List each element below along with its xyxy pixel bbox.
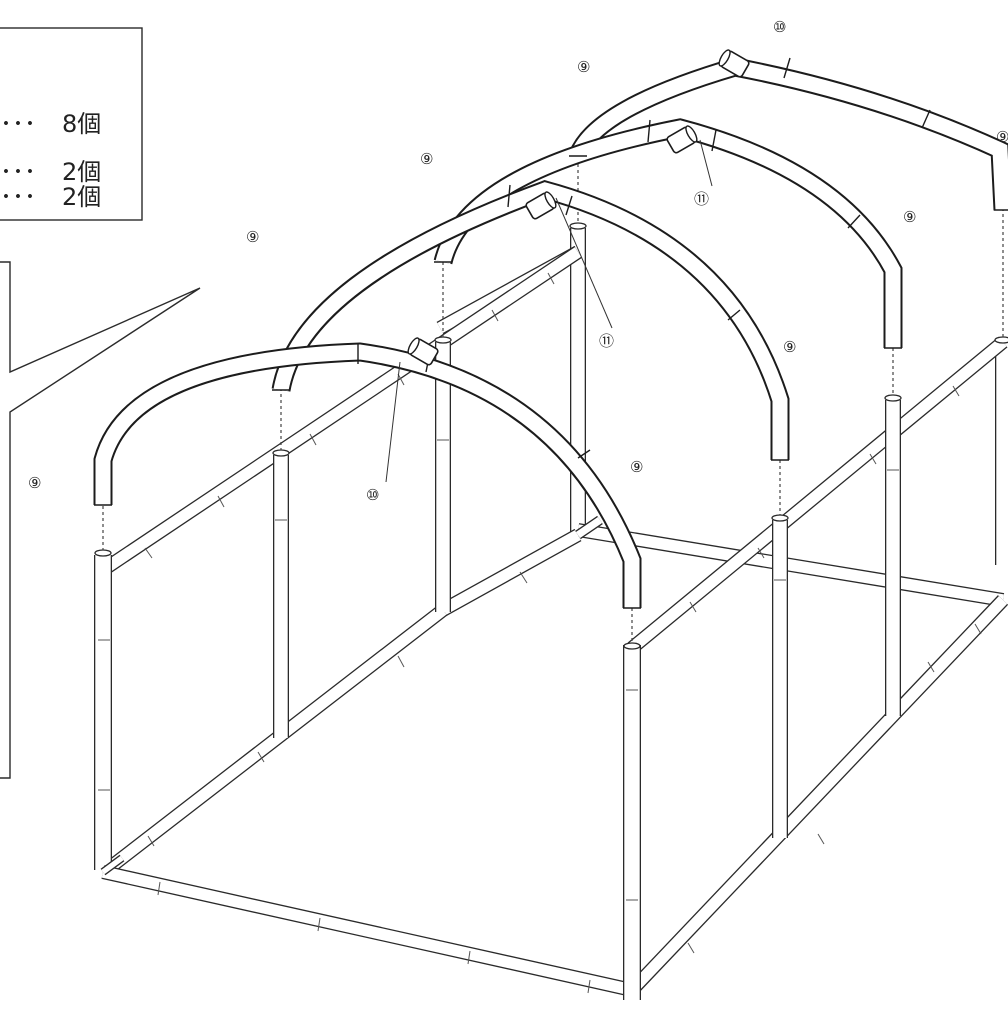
part-label-9: ⑨ [246,228,259,246]
joint-seam [309,433,317,446]
arch-seam [727,309,741,321]
left-bottom-rail [439,528,582,617]
joint-seam [157,881,161,896]
arch-pipe [93,342,642,608]
legend-row-2-dots: ･･･ [0,158,36,186]
right-top-rail [627,336,1008,654]
left-top-rail [99,246,582,576]
tee-connector-10 [407,337,439,366]
legend-row-1-dots: ･･･ [0,110,36,138]
rear-bottom-rail [576,523,1005,607]
part-label-11: ⑪ [694,190,709,208]
tee-connector-10 [718,49,750,78]
part-label-9: ⑨ [996,128,1008,146]
arch-seam [647,119,651,143]
joint-seam [547,272,555,285]
part-label-9: ⑨ [28,474,41,492]
joint-seam [397,655,405,668]
corner-brace [100,854,125,876]
legend-row-3-qty: 2個 [62,183,101,211]
part-label-11: ⑪ [599,332,614,350]
post-opening [94,549,112,557]
joint-seam [869,453,877,465]
legend-row-3-dots: ･･･ [0,183,36,211]
leader-line [385,361,401,483]
arch-seam [783,57,791,79]
post-opening [884,394,902,402]
part-label-9: ⑨ [577,58,590,76]
joint-seam [467,950,471,965]
joint-seam [519,571,528,584]
parts-legend: ･･･ 8個 ･･･ 2個 ･･･ 2個 [0,27,143,221]
post-opening [272,449,290,457]
joint-seam [587,979,591,994]
joint-seam [147,835,155,847]
arch-seam [711,129,717,152]
arch-seam [565,195,573,216]
leader-line [699,139,713,187]
post-opening [623,642,641,650]
joint-seam [397,373,405,386]
post-opening [569,222,587,230]
joint-seam [689,601,697,613]
right-bottom-rail [626,595,1008,995]
joint-seam [817,833,825,845]
part-label-9: ⑨ [630,458,643,476]
part-label-9: ⑨ [903,208,916,226]
joint-seam [217,495,225,508]
part-label-10: ⑩ [773,18,786,36]
joint-seam [317,917,321,932]
joint-seam [757,547,765,559]
joint-seam [144,547,153,559]
arch-seam [577,449,591,459]
legend-row-1-qty: 8個 [62,110,101,138]
joint-seam [687,942,695,954]
part-label-10: ⑩ [366,486,379,504]
tee-connector-11 [525,191,557,220]
arch-seam [507,184,511,208]
post-opening [771,514,789,522]
front-bottom-rail [101,865,634,997]
arch-seam [847,214,861,229]
part-label-9: ⑨ [420,150,433,168]
tee-connector-11 [666,125,698,154]
arch-pipe [271,180,790,460]
corner-brace [575,515,603,540]
arch-pipe [569,57,1008,211]
frame-pipes [94,222,1008,1000]
arch-seam [921,109,931,129]
part-label-9: ⑨ [783,338,796,356]
leader-line [555,197,613,329]
part-labels: ⑨ ⑨ ⑨ ⑨ ⑨ ⑨ ⑨ ⑨ ⑩ ⑩ ⑪ ⑪ [28,18,1008,504]
joint-seam [974,623,982,635]
legend-row-2-qty: 2個 [62,158,101,186]
joint-seam [491,309,499,322]
post-opening [994,336,1008,344]
joint-seam [257,751,265,763]
joint-seam [952,385,960,397]
detail-callout [0,261,201,779]
joint-seam [927,661,935,673]
arch-pipes [93,49,1008,609]
legend-box [0,27,143,221]
post-opening [434,336,452,344]
